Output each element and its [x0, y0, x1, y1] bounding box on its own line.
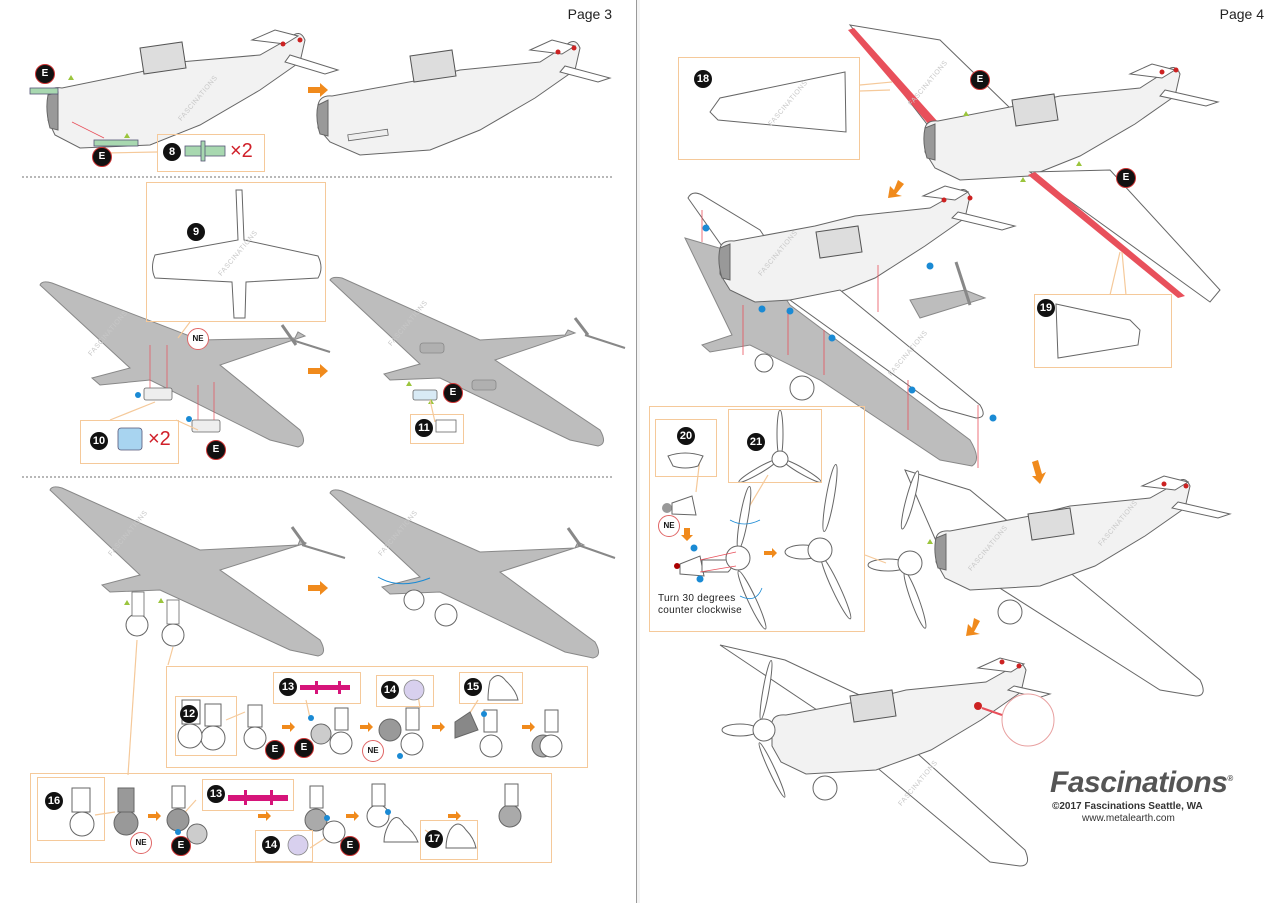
website-link[interactable]: www.metalearth.com: [1082, 813, 1175, 824]
step-15-callout: [459, 672, 523, 704]
step-19-part-outline: [1055, 303, 1141, 359]
page-3-illustrations: [29, 29, 626, 856]
callout-leaders: [695, 81, 1127, 564]
step-12-callout: [175, 696, 237, 756]
page-number: Page 4: [1219, 6, 1264, 22]
step-10-quantity: ×2: [148, 428, 171, 450]
arrow-down-icon: [1032, 460, 1046, 484]
fuselage-before-step-8: [29, 29, 340, 149]
step-17-callout: [420, 820, 478, 860]
step-21-number: 21: [747, 433, 765, 451]
arrow-down-left-icon: [966, 618, 980, 636]
step-8-quantity: ×2: [230, 140, 253, 162]
arrow-right-icon: [308, 364, 328, 378]
step-11-callout: [410, 414, 464, 444]
brand-name: Fascinations: [1050, 766, 1228, 799]
arrow-right-icons-row-2: [148, 811, 461, 821]
step-8-callout: [157, 134, 265, 172]
e-badge: E: [340, 836, 360, 856]
step-9-part-outline: [152, 189, 322, 319]
ne-badge: NE: [362, 740, 384, 762]
propeller-attach-assembly: [867, 469, 1232, 697]
propeller-subassembly: [662, 409, 852, 630]
gear-subassembly-row-1: [200, 675, 563, 759]
gear-subassembly-row-2-callout: [30, 773, 552, 863]
step-9-number: 9: [187, 223, 205, 241]
step-21-callout: [728, 409, 822, 483]
page-4-illustrations: [662, 24, 1232, 867]
step-19-callout: [1034, 294, 1172, 368]
fuselage-after-step-8: [316, 39, 612, 156]
step-16-number: 16: [45, 792, 63, 810]
page-number: Page 3: [567, 6, 612, 22]
wing-mount-assembly: [684, 185, 1017, 468]
ne-badge: NE: [658, 515, 680, 537]
ne-badge: NE: [187, 328, 209, 350]
step-8-number: 8: [163, 143, 181, 161]
landing-gear-assembly-after: [329, 489, 616, 659]
step-18-callout: [678, 57, 860, 160]
gear-subassembly-row-2: [69, 783, 522, 856]
step-14b-callout: [255, 830, 313, 862]
wing-assembly-before: [39, 281, 331, 448]
wing-assembly-after: [329, 276, 626, 447]
page-gutter: [636, 0, 641, 903]
arrow-right-icon: [308, 83, 328, 97]
step-10-number: 10: [90, 432, 108, 450]
step-16-callout: [37, 777, 105, 841]
step-14a-callout: [376, 675, 434, 707]
step-20-callout: [655, 419, 717, 477]
step-8-part: [184, 140, 226, 162]
e-badge: E: [92, 147, 112, 167]
wing-attach-step-18-19: [848, 24, 1221, 303]
step-11-part: [435, 419, 457, 433]
step-9-callout: [146, 182, 326, 322]
page-3: Page 3: [0, 0, 636, 903]
propeller-instruction-line-1: Turn 30 degrees: [658, 593, 736, 604]
step-13b-callout: [202, 779, 294, 811]
e-badge: E: [35, 64, 55, 84]
e-badge: E: [206, 440, 226, 460]
step-15-number: 15: [464, 678, 482, 696]
step-19-number: 19: [1037, 299, 1055, 317]
step-11-number: 11: [415, 419, 433, 437]
section-divider: [22, 476, 612, 478]
step-10-callout: [80, 420, 179, 464]
page-4: Page 4: [640, 0, 1280, 903]
section-divider: [22, 176, 612, 178]
step-17-number: 17: [425, 830, 443, 848]
fascinations-logo: Fascinations®: [1050, 766, 1233, 800]
ne-badge: NE: [130, 832, 152, 854]
copyright-text: ©2017 Fascinations Seattle, WA: [1052, 801, 1203, 812]
e-badge: E: [443, 383, 463, 403]
arrow-right-icons-row-1: [282, 722, 535, 732]
arrow-down-left-icon: [888, 180, 904, 198]
step-13a-callout: [273, 672, 361, 704]
e-badge: E: [1116, 168, 1136, 188]
step-13b-number: 13: [207, 785, 225, 803]
step-18-part-outline: [709, 71, 847, 133]
step-20-number: 20: [677, 427, 695, 445]
step-18-number: 18: [694, 70, 712, 88]
step-14a-number: 14: [381, 681, 399, 699]
gear-subassembly-row-1-callout: [166, 666, 588, 768]
completed-airplane: [719, 644, 1055, 867]
e-badge: E: [171, 836, 191, 856]
e-badge: E: [294, 738, 314, 758]
step-10-part: [117, 427, 143, 451]
propeller-instruction-line-2: counter clockwise: [658, 605, 743, 616]
step-13a-number: 13: [279, 678, 297, 696]
propeller-callout: [649, 406, 865, 632]
trademark-symbol: ®: [1227, 774, 1233, 783]
arrow-right-icon: [308, 581, 328, 595]
e-badge: E: [970, 70, 990, 90]
landing-gear-assembly-before: [49, 486, 346, 657]
e-badge: E: [265, 740, 285, 760]
propeller-instruction: Turn 30 degrees counter clockwise: [658, 593, 742, 617]
step-12-number: 12: [180, 705, 198, 723]
step-14b-number: 14: [262, 836, 280, 854]
